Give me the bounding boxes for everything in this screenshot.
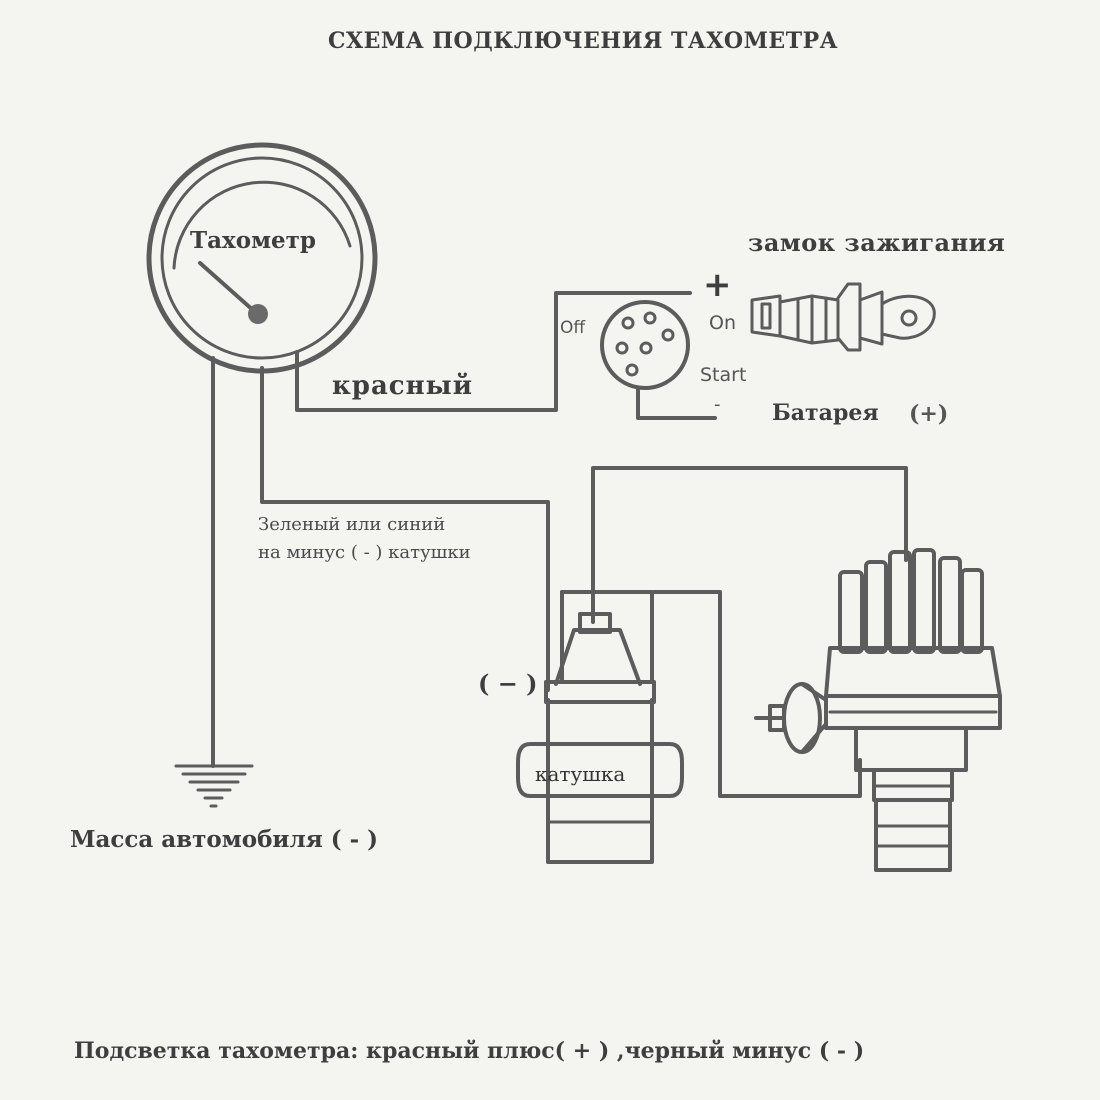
coil-to-distributor-wire — [591, 466, 908, 624]
ignition-coil — [516, 590, 684, 864]
switch-position-start: Start — [700, 364, 747, 386]
ignition-key — [750, 282, 936, 352]
battery-polarity: (+) — [909, 401, 949, 427]
ground-wire — [174, 356, 254, 808]
coil-minus-terminal-label: ( − ) — [478, 669, 538, 698]
ignition-plus-sign: + — [703, 265, 732, 305]
ground-label: Масса автомобиля ( - ) — [70, 826, 379, 853]
tachometer-gauge — [146, 142, 378, 374]
red-wire-label: красный — [332, 371, 474, 401]
ignition-switch — [600, 300, 717, 420]
ignition-switch-label: замок зажигания — [748, 228, 1006, 257]
green-wire-label-line1: Зеленый или синий — [258, 514, 446, 535]
coil-signal-wire — [652, 590, 862, 798]
switch-position-off: Off — [560, 318, 586, 338]
diagram-title: СХЕМА ПОДКЛЮЧЕНИЯ ТАХОМЕТРА — [328, 28, 839, 54]
battery-label: Батарея — [772, 400, 879, 426]
green-wire-label-line2: на минус ( - ) катушки — [258, 542, 471, 563]
tachometer-needle-hub — [248, 304, 268, 324]
switch-position-minus: - — [714, 394, 721, 415]
backlight-note: Подсветка тахометра: красный плюс( + ) ,… — [74, 1038, 865, 1064]
green-wire — [260, 366, 550, 692]
red-wire — [295, 291, 692, 412]
switch-position-on: On — [709, 312, 736, 334]
distributor — [754, 548, 1002, 872]
coil-label: катушка — [535, 762, 626, 786]
tachometer-label: Тахометр — [190, 227, 317, 254]
tachometer-needle — [198, 261, 256, 313]
